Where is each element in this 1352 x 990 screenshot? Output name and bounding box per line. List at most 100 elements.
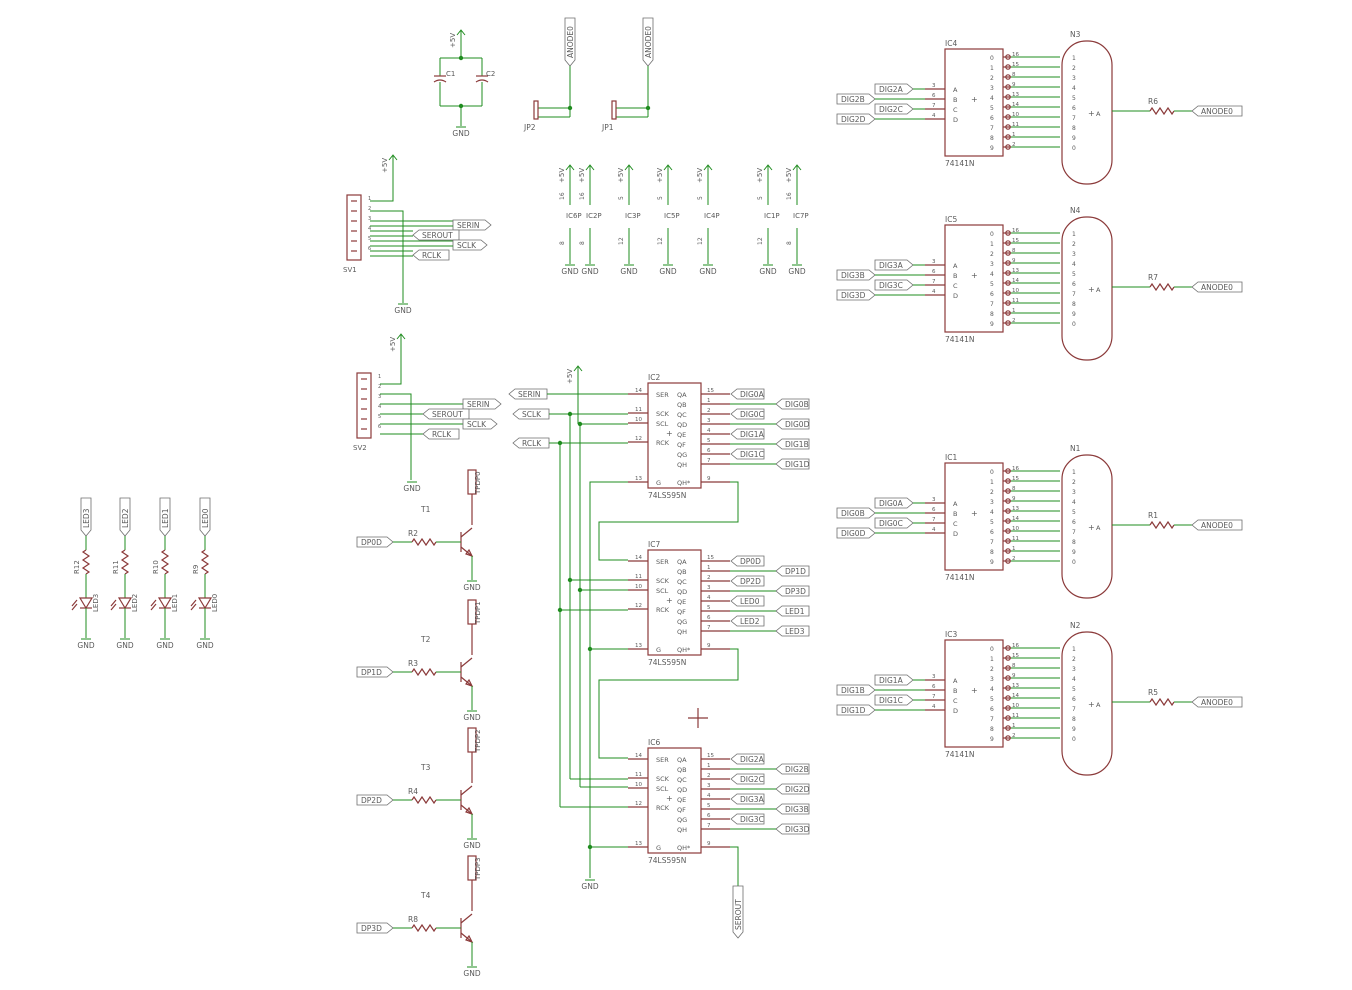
decoder-body — [944, 462, 1004, 571]
decoder-ref: IC3 — [945, 630, 957, 639]
pin-name: G — [656, 479, 661, 487]
nixie-pin-number: 1 — [1072, 646, 1076, 653]
gnd-label: GND — [452, 129, 469, 138]
rclk-label-frame — [422, 428, 460, 440]
power-block-ref: IC6P — [566, 212, 582, 220]
jumper-body — [611, 100, 617, 120]
nixie-pin-number: 4 — [1072, 85, 1076, 92]
power-block-ref: IC4P — [704, 212, 720, 220]
nixie-pin-number: 4 — [1072, 676, 1076, 683]
led-net-label: LED2 — [121, 508, 130, 528]
led-net-label-frame — [199, 497, 211, 537]
nixie-pin-number: 0 — [1072, 321, 1076, 328]
pin-name: 5 — [990, 696, 994, 703]
pin-name: 2 — [990, 666, 994, 673]
gnd-label: GND — [759, 267, 776, 276]
pin-number: 13 — [635, 476, 642, 482]
decoder-body — [944, 48, 1004, 157]
pin-number: 1 — [1012, 132, 1016, 138]
pin-name: QA — [677, 558, 687, 566]
pin-number: 9 — [1012, 82, 1016, 88]
pin-number: 16 — [1012, 643, 1019, 649]
pin-number: 13 — [1012, 92, 1019, 98]
pin-name: SCL — [656, 785, 669, 793]
sr-output-label-frame — [775, 783, 810, 795]
plus-mark: + — [666, 794, 673, 803]
pin-number: 4 — [707, 428, 711, 434]
transistor-collector — [460, 785, 473, 796]
inverted-pin-bubble — [1005, 478, 1011, 484]
pin-name: 2 — [990, 75, 994, 82]
decoder-input-label-frame — [874, 497, 914, 509]
decoder-input-label-frame — [836, 269, 876, 281]
pin-number: 5 — [368, 236, 371, 242]
pin-name: 9 — [990, 736, 994, 743]
inverted-pin-bubble — [1005, 84, 1011, 90]
led-light-rays-icon — [110, 599, 117, 611]
nixie-tube-body — [1061, 216, 1113, 361]
sr-output-label: DIG2B — [785, 765, 809, 774]
led-ref: LED1 — [171, 594, 179, 612]
transistor-input-label-frame — [356, 794, 394, 806]
transistor-input-label: DP2D — [361, 796, 382, 805]
transistor-emitter — [460, 676, 473, 687]
pin-name: 3 — [990, 261, 994, 268]
sr-output-label: DP3D — [785, 587, 806, 596]
pin-number: 6 — [368, 246, 371, 252]
resistor-ref: R2 — [408, 529, 418, 538]
sr-output-label-frame — [775, 585, 810, 597]
pin-name: QE — [677, 796, 686, 804]
pin-number: 15 — [707, 753, 714, 759]
pin-name: QD — [677, 588, 687, 596]
nixie-pin-number: 8 — [1072, 539, 1076, 546]
resistor-ref: R1 — [1148, 511, 1158, 520]
pin-number: 6 — [707, 813, 711, 819]
gnd-label: GND — [116, 641, 133, 650]
nixie-pin-number: 9 — [1072, 311, 1076, 318]
vcc-label-pb: +5V — [756, 168, 764, 183]
pin-name: QE — [677, 598, 686, 606]
sr-output-label-frame — [775, 438, 810, 450]
gnd-label: GND — [788, 267, 805, 276]
pin-number: 2 — [707, 575, 711, 581]
led-net-label-frame — [159, 497, 171, 537]
resistor-symbol — [1149, 282, 1175, 292]
nixie-pin-number: 7 — [1072, 115, 1076, 122]
pin-name: 9 — [990, 145, 994, 152]
pin-name: 7 — [990, 539, 994, 546]
pin-name: SCK — [656, 775, 670, 783]
sr-output-label: DIG1B — [785, 440, 809, 449]
pin-number: 11 — [1012, 713, 1019, 719]
gnd-label: GND — [463, 713, 480, 722]
pin-name: RCK — [656, 804, 670, 812]
junction-dot — [587, 844, 593, 850]
pin-number: 8 — [1012, 663, 1016, 669]
rclk-label: RCLK — [422, 251, 442, 260]
shift-register-body — [647, 549, 702, 656]
transistor-ref: T4 — [420, 891, 431, 900]
sclk-label-frame — [512, 408, 550, 420]
pin-name: QH — [677, 826, 687, 834]
pin-number: 10 — [1012, 703, 1019, 709]
vcc-label-pb: +5V — [785, 168, 793, 183]
pin-number: 6 — [932, 507, 936, 513]
resistor-ref: R6 — [1148, 97, 1158, 106]
test-point-ref: TPDP0 — [474, 471, 482, 495]
junction-dot — [577, 587, 583, 593]
sr-output-label-frame — [730, 793, 765, 805]
sr-output-label: DIG2C — [740, 775, 764, 784]
pin-number: 16 — [1012, 228, 1019, 234]
power-pin-number: 8 — [559, 241, 566, 245]
pin-name: SCL — [656, 587, 669, 595]
pin-number: 15 — [707, 388, 714, 394]
pin-name: 7 — [990, 301, 994, 308]
sr-output-label-frame — [775, 565, 810, 577]
pin-number: 11 — [635, 772, 642, 778]
pin-number: 8 — [1012, 72, 1016, 78]
pin-name: RCK — [656, 439, 670, 447]
led-diode-icon — [197, 597, 213, 610]
sr-output-label: DIG1A — [740, 430, 765, 439]
pin-number: 2 — [1012, 733, 1016, 739]
capacitor-ref: C2 — [486, 70, 495, 78]
